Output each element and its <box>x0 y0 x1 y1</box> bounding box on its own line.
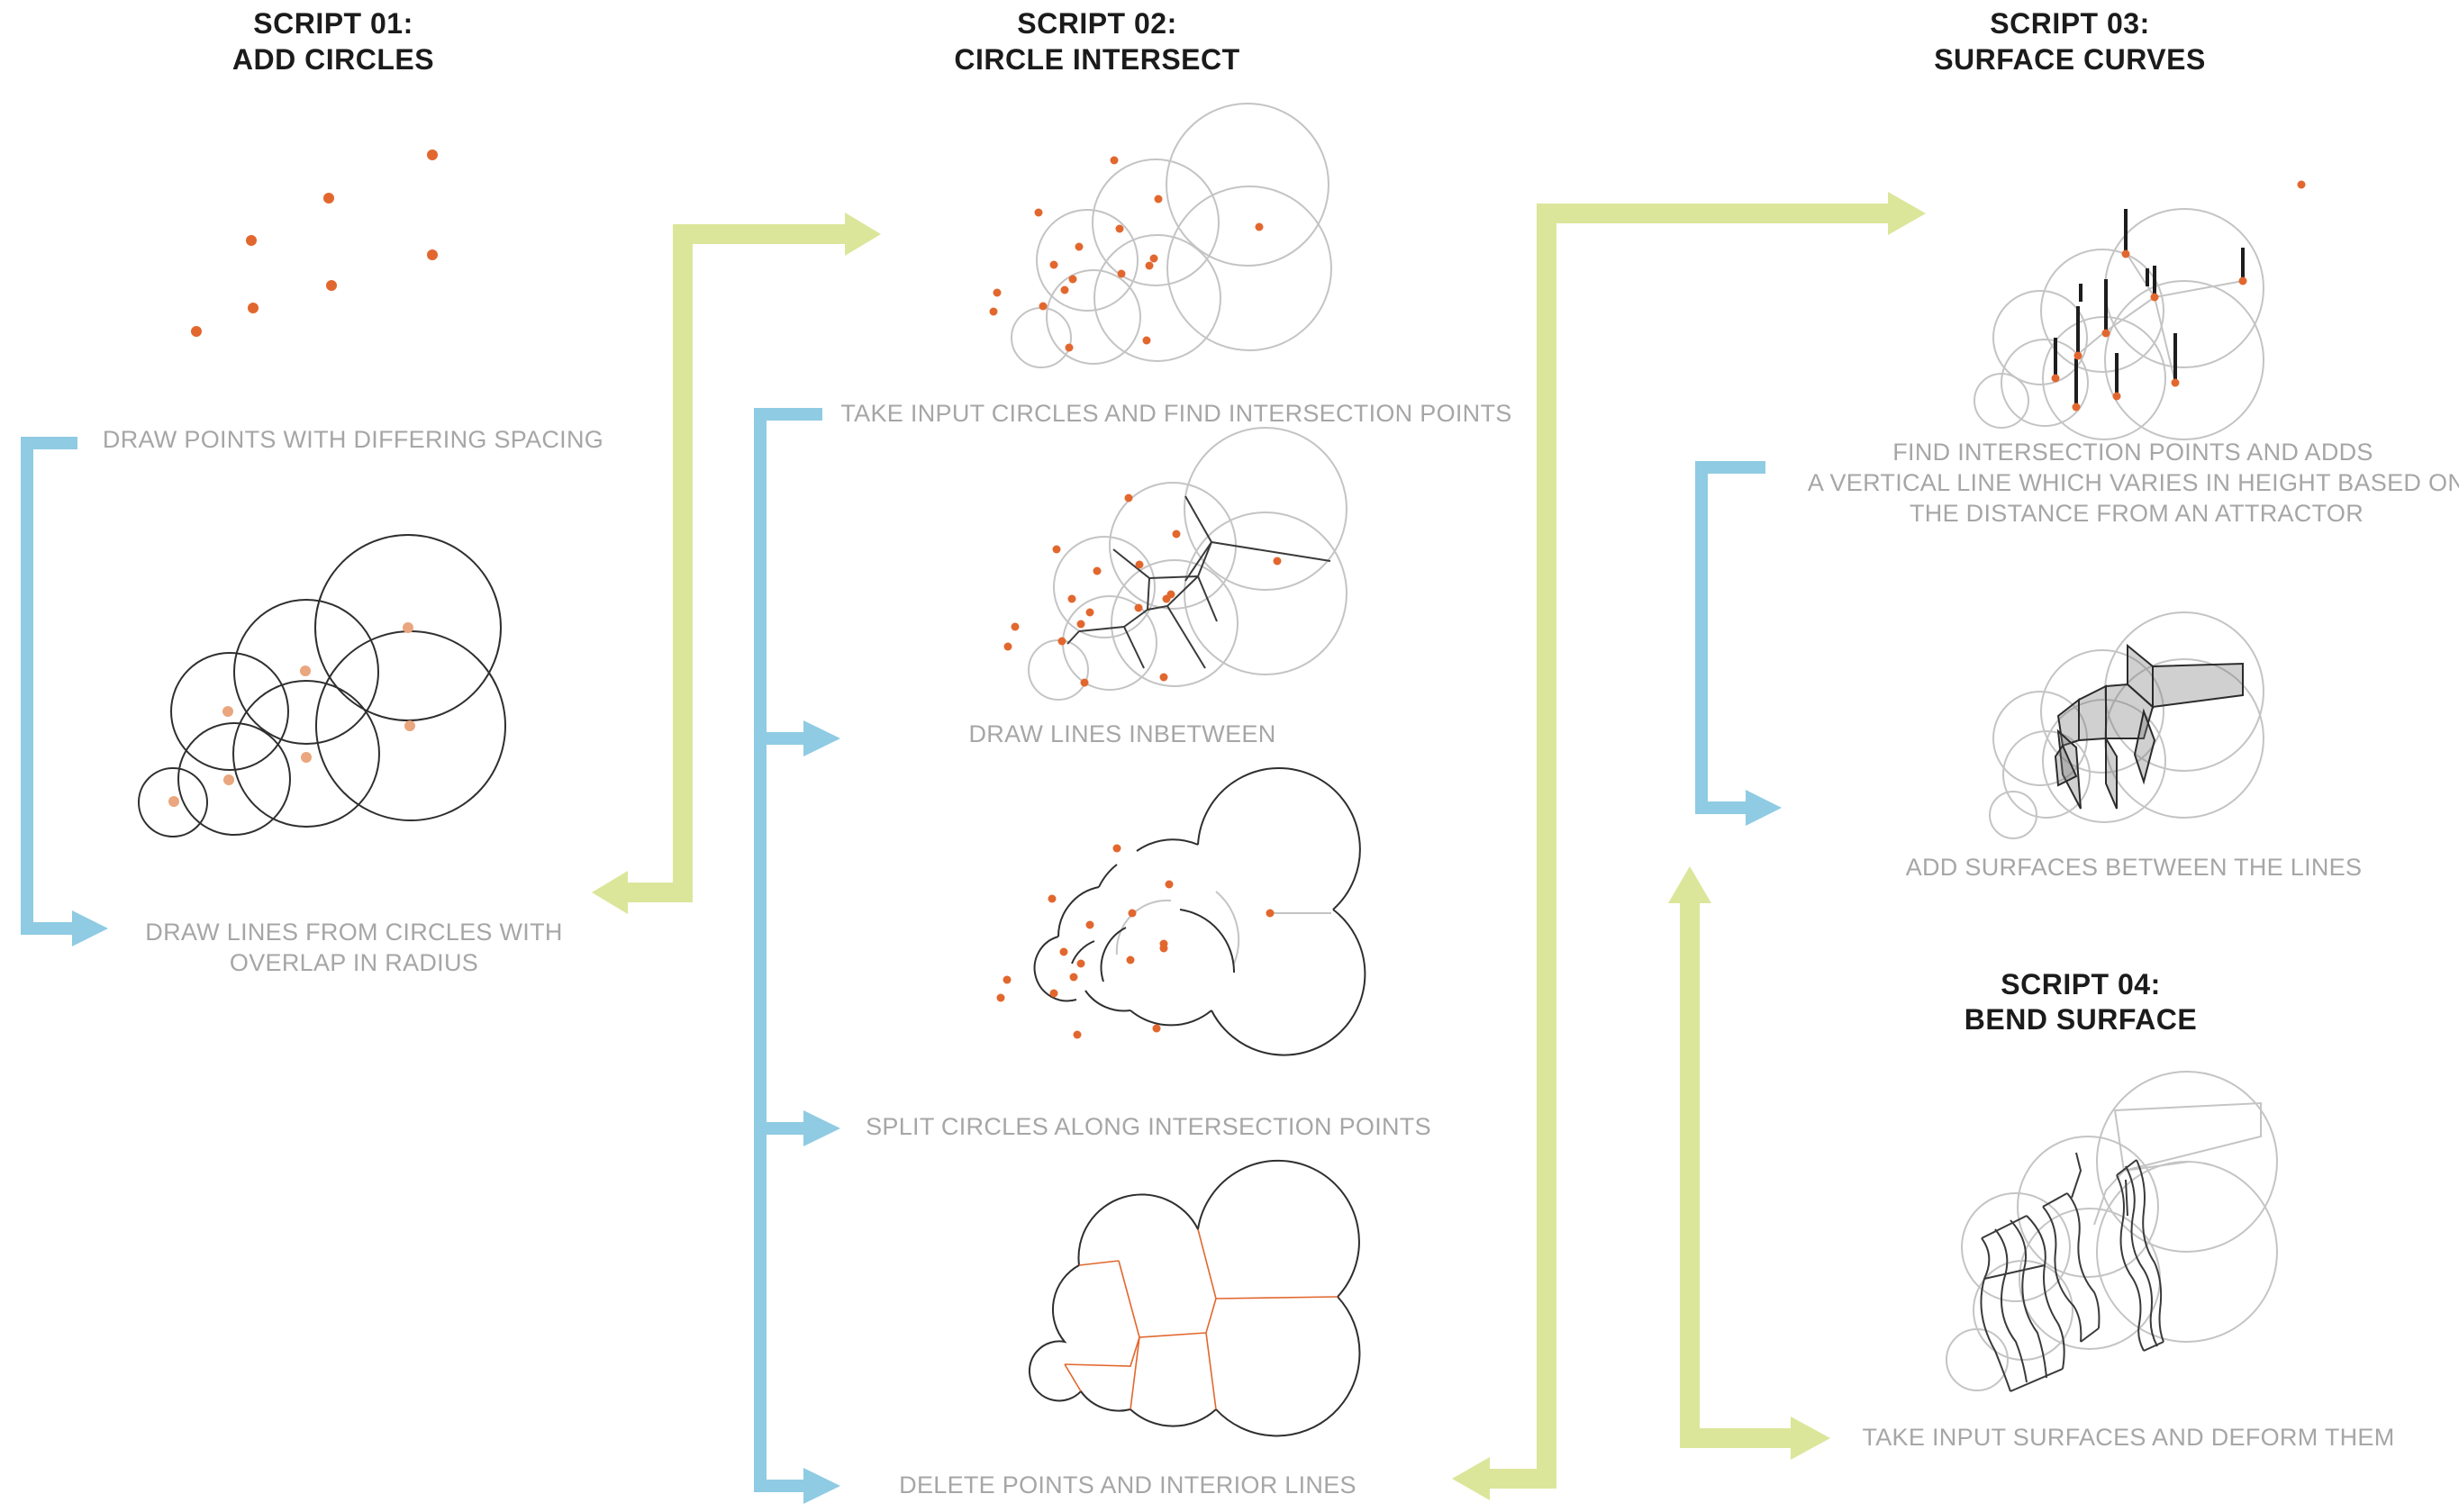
s1-point <box>248 303 259 313</box>
s1-point <box>326 280 337 291</box>
s2-intersect-diagram <box>989 103 1332 368</box>
title-script-02: SCRIPT 02: CIRCLE INTERSECT <box>954 7 1239 76</box>
caption-delete-lines: DELETE POINTS AND INTERIOR LINES <box>899 1471 1357 1498</box>
caption-deform-surfaces: TAKE INPUT SURFACES AND DEFORM THEM <box>1862 1424 2394 1451</box>
caption-find-points-line3: THE DISTANCE FROM AN ATTRACTOR <box>1910 500 2364 527</box>
title-script-02-label: SCRIPT 02: <box>1017 7 1176 40</box>
caption-find-points-line1: FIND INTERSECTION POINTS AND ADDS <box>1892 439 2373 466</box>
caption-find-points-line2: A VERTICAL LINE WHICH VARIES IN HEIGHT B… <box>1808 469 2459 496</box>
s1-circles <box>138 534 506 837</box>
title-script-01-label: SCRIPT 01: <box>253 7 413 40</box>
title-script-03: SCRIPT 03: SURFACE CURVES <box>1934 7 2206 76</box>
s3-surfaces-diagram <box>1989 611 2264 839</box>
flow-arrow-script03 <box>1695 461 1782 826</box>
s1-point <box>427 149 438 160</box>
flow-arrow-script01 <box>21 437 108 946</box>
title-script-01: SCRIPT 01: ADD CIRCLES <box>232 7 434 76</box>
flow-arrow-script02 <box>754 408 840 1504</box>
s2-split-diagram <box>996 767 1366 1056</box>
title-script-03-name: SURFACE CURVES <box>1934 43 2206 76</box>
flow-arrow-01-to-02 <box>592 213 881 914</box>
title-script-04-name: BEND SURFACE <box>1964 1003 2197 1036</box>
s2-lines-diagram <box>1003 427 1347 701</box>
title-script-02-name: CIRCLE INTERSECT <box>954 43 1239 76</box>
caption-draw-lines: DRAW LINES INBETWEEN <box>968 720 1275 747</box>
title-script-04-label: SCRIPT 04: <box>2001 968 2160 1000</box>
s1-points <box>191 149 438 337</box>
s1-point <box>323 193 334 204</box>
attractor-point <box>2297 180 2306 189</box>
caption-split-circles: SPLIT CIRCLES ALONG INTERSECTION POINTS <box>866 1113 1431 1140</box>
s1-point <box>427 249 438 260</box>
s2-cleaned-diagram <box>1028 1159 1361 1437</box>
caption-draw-points: DRAW POINTS WITH DIFFERING SPACING <box>103 426 603 453</box>
caption-find-intersections: TAKE INPUT CIRCLES AND FIND INTERSECTION… <box>840 400 1511 427</box>
s4-deformed-diagram <box>1946 1071 2278 1392</box>
s3-vertical-lines-diagram <box>1974 180 2306 440</box>
title-script-04: SCRIPT 04: BEND SURFACE <box>1964 968 2197 1036</box>
flow-arrow-03-to-04 <box>1668 866 1830 1460</box>
title-script-01-name: ADD CIRCLES <box>232 43 434 76</box>
flow-arrow-02-to-03 <box>1452 192 1926 1500</box>
caption-draw-circles-line2: OVERLAP IN RADIUS <box>230 949 478 976</box>
s1-point <box>246 235 257 246</box>
caption-draw-circles-line1: DRAW LINES FROM CIRCLES WITH <box>145 919 562 946</box>
title-script-03-label: SCRIPT 03: <box>1990 7 2149 40</box>
caption-add-surfaces: ADD SURFACES BETWEEN THE LINES <box>1906 854 2363 881</box>
s1-point <box>191 326 202 337</box>
